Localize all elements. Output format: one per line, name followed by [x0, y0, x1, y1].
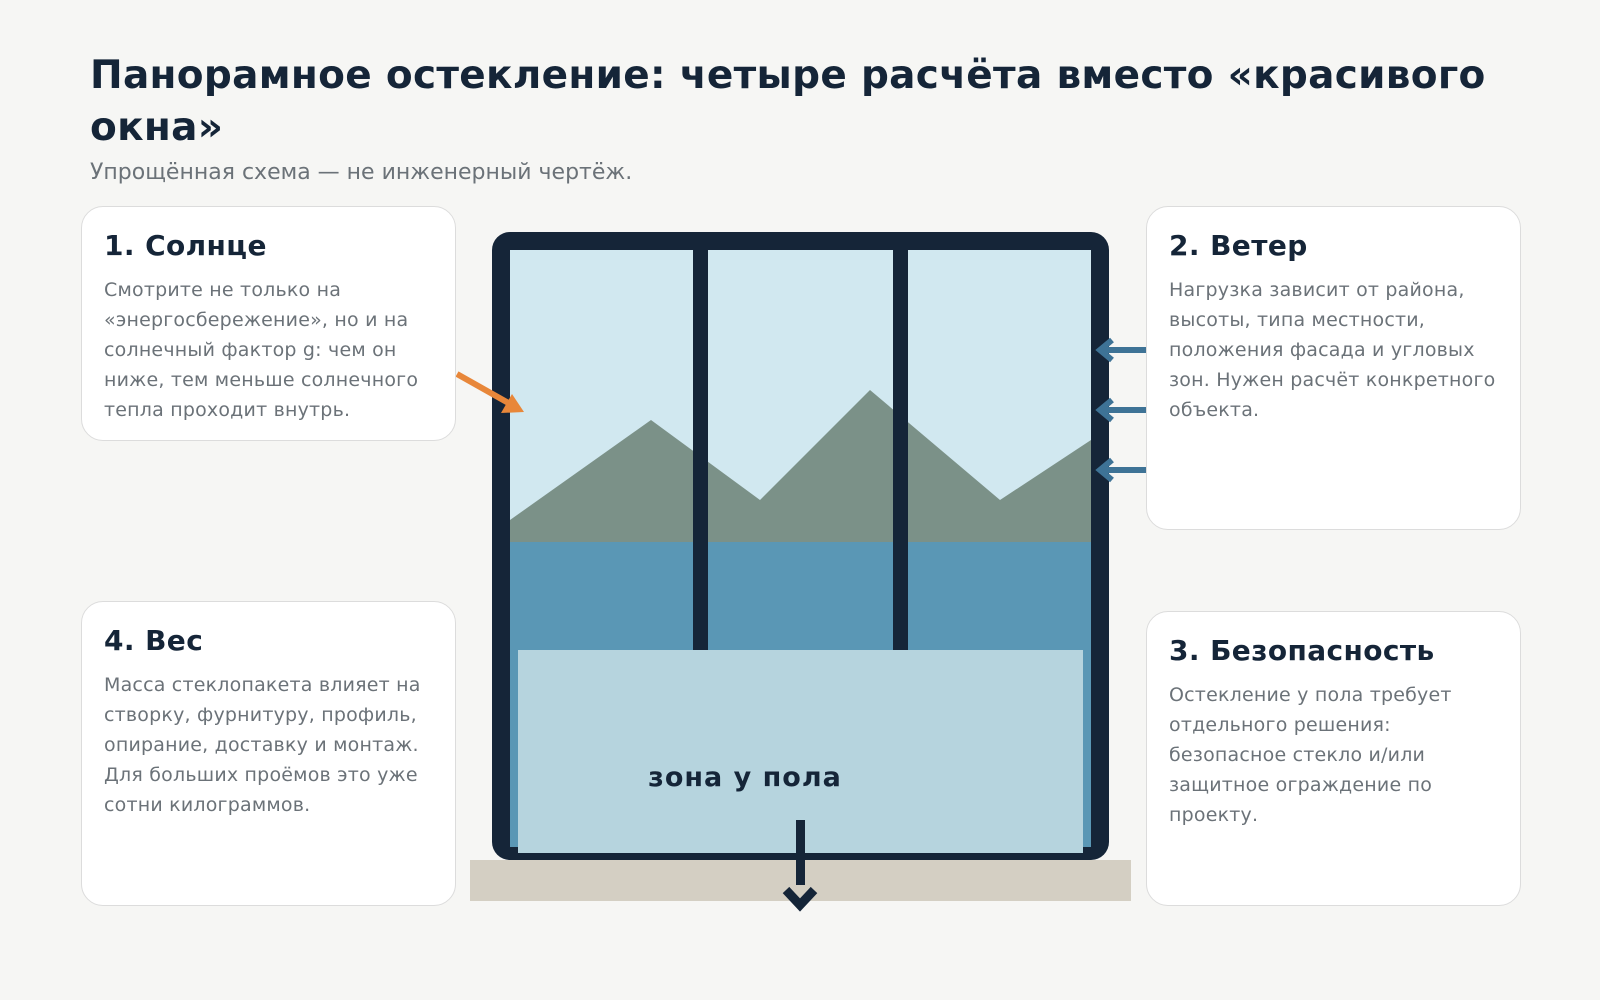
- weight-arrow: [782, 820, 818, 912]
- card-wind: 2. Ветер Нагрузка зависит от района, выс…: [1146, 206, 1521, 530]
- sun-arrow: [455, 371, 524, 413]
- floor-zone: [518, 650, 1083, 853]
- card-safety-title: 3. Безопасность: [1169, 634, 1435, 667]
- card-safety: 3. Безопасность Остекление у пола требуе…: [1146, 611, 1521, 906]
- card-sun-text: Смотрите не только на «энергосбережение»…: [104, 279, 419, 421]
- card-sun-title: 1. Солнце: [104, 229, 267, 262]
- wind-arrows: [1095, 337, 1146, 483]
- card-weight-title: 4. Вес: [104, 624, 204, 657]
- page-title: Панорамное остекление: четыре расчёта вм…: [90, 53, 1486, 150]
- floor-zone-label: зона у пола: [648, 762, 842, 793]
- card-sun: 1. Солнце Смотрите не только на «энергос…: [81, 206, 456, 441]
- card-wind-title: 2. Ветер: [1169, 229, 1308, 262]
- card-safety-text: Остекление у пола требует отдельного реш…: [1169, 684, 1452, 826]
- card-weight-text: Масса стеклопакета влияет на створку, фу…: [104, 674, 421, 816]
- card-wind-text: Нагрузка зависит от района, высоты, типа…: [1169, 279, 1496, 421]
- mountains: [510, 390, 1091, 542]
- page-subtitle: Упрощённая схема — не инженерный чертёж.: [90, 160, 633, 185]
- card-weight: 4. Вес Масса стеклопакета влияет на ство…: [81, 601, 456, 906]
- mullion-right: [893, 250, 908, 650]
- mullion-left: [693, 250, 708, 650]
